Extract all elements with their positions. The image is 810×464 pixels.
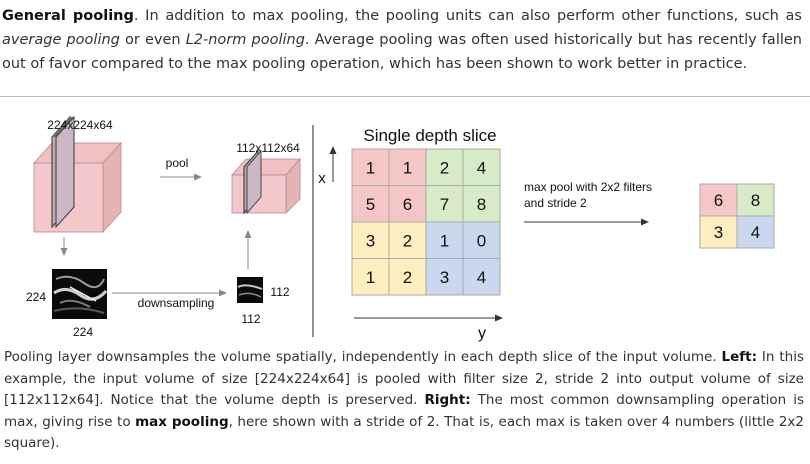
input-grid-value: 4 [477, 158, 486, 177]
op-label-line1: max pool with 2x2 filters [524, 180, 652, 194]
caption-text-1: Pooling layer downsamples the volume spa… [4, 349, 722, 365]
output-grid-cell [699, 215, 738, 249]
output-grid-value: 4 [751, 223, 760, 242]
input-grid-cell [462, 185, 501, 223]
input-grid-cell [351, 258, 390, 296]
input-volume [33, 115, 122, 234]
y-axis-label: y [478, 325, 486, 342]
slice-title: Single depth slice [363, 126, 496, 145]
input-grid-value: 1 [403, 158, 412, 177]
pooling-diagram: 224x224x64 pool 112x112x64 224 224 downs… [26, 115, 775, 342]
input-grid-value: 2 [440, 158, 449, 177]
input-grid-cell [462, 258, 501, 296]
input-grid-value: 1 [440, 231, 449, 250]
intro-text-2: or even [119, 32, 186, 48]
input-grid-cell [388, 258, 427, 296]
output-grid: 6 8 3 4 [699, 183, 775, 249]
input-grid-value: 1 [366, 268, 375, 287]
input-grid-value: 6 [403, 195, 412, 214]
output-grid-cell [699, 183, 738, 217]
output-grid-value: 3 [714, 223, 723, 242]
caption-max-pooling: max pooling [135, 413, 229, 430]
input-height-label: 224 [26, 290, 46, 304]
input-width-label: 224 [73, 325, 93, 339]
output-grid-value: 6 [714, 191, 723, 210]
intro-text-3: . Average pooling was often used histori… [2, 32, 802, 72]
input-grid-cell [388, 185, 427, 223]
intro-title: General pooling [2, 8, 134, 24]
caption-text-2: In this example, the input volume of siz… [4, 349, 805, 408]
input-grid-cell [351, 221, 390, 259]
output-volume [231, 149, 301, 215]
input-grid-value: 4 [477, 268, 486, 287]
intro-average-pooling: average pooling [2, 32, 120, 48]
input-grid-cell [388, 221, 427, 259]
caption-right-label: Right: [424, 392, 471, 408]
input-grid-cell [425, 185, 464, 223]
input-grid-value: 2 [403, 231, 412, 250]
input-grid-value: 1 [366, 158, 375, 177]
input-grid-value: 2 [403, 268, 412, 287]
input-grid: 1 1 2 4 5 6 7 8 3 2 1 0 1 2 3 4 [351, 148, 501, 296]
caption-text-4: , here shown with a stride of 2. That is… [4, 413, 805, 452]
input-grid-value: 0 [477, 231, 486, 250]
op-label-line2: and stride 2 [524, 196, 587, 210]
caption: Pooling layer downsamples the volume spa… [4, 347, 804, 455]
input-grid-value: 7 [440, 195, 449, 214]
input-grid-cell [462, 148, 501, 186]
output-width-label: 112 [241, 312, 260, 326]
input-slice-image [52, 269, 108, 319]
input-grid-value: 8 [477, 195, 486, 214]
intro-text-1: . In addition to max pooling, the poolin… [133, 8, 802, 24]
output-slice-image [237, 277, 263, 303]
input-grid-value: 3 [440, 268, 449, 287]
input-grid-cell [351, 185, 390, 223]
input-volume-label: 224x224x64 [47, 118, 113, 132]
x-axis-label: x [318, 170, 326, 187]
intro-paragraph: General pooling. In addition to max pool… [2, 4, 802, 76]
output-grid-cell [736, 215, 775, 249]
pooling-figure: 224x224x64 pool 112x112x64 224 224 downs… [0, 97, 810, 345]
output-grid-cell [736, 183, 775, 217]
input-grid-value: 5 [366, 195, 375, 214]
input-grid-cell [425, 258, 464, 296]
downsampling-label: downsampling [138, 296, 215, 310]
input-grid-cell [351, 148, 390, 186]
caption-left-label: Left: [721, 349, 758, 365]
caption-text-3: The most common downsampling operation i… [4, 392, 804, 430]
output-volume-label: 112x112x64 [236, 141, 300, 155]
pool-label: pool [166, 156, 189, 170]
output-grid-value: 8 [751, 191, 760, 210]
output-height-label: 112 [270, 285, 289, 299]
divider [0, 96, 810, 97]
input-grid-cell [425, 148, 464, 186]
input-grid-cell [462, 221, 501, 259]
input-grid-value: 3 [366, 231, 375, 250]
intro-l2-pooling: L2-norm pooling [185, 32, 305, 48]
